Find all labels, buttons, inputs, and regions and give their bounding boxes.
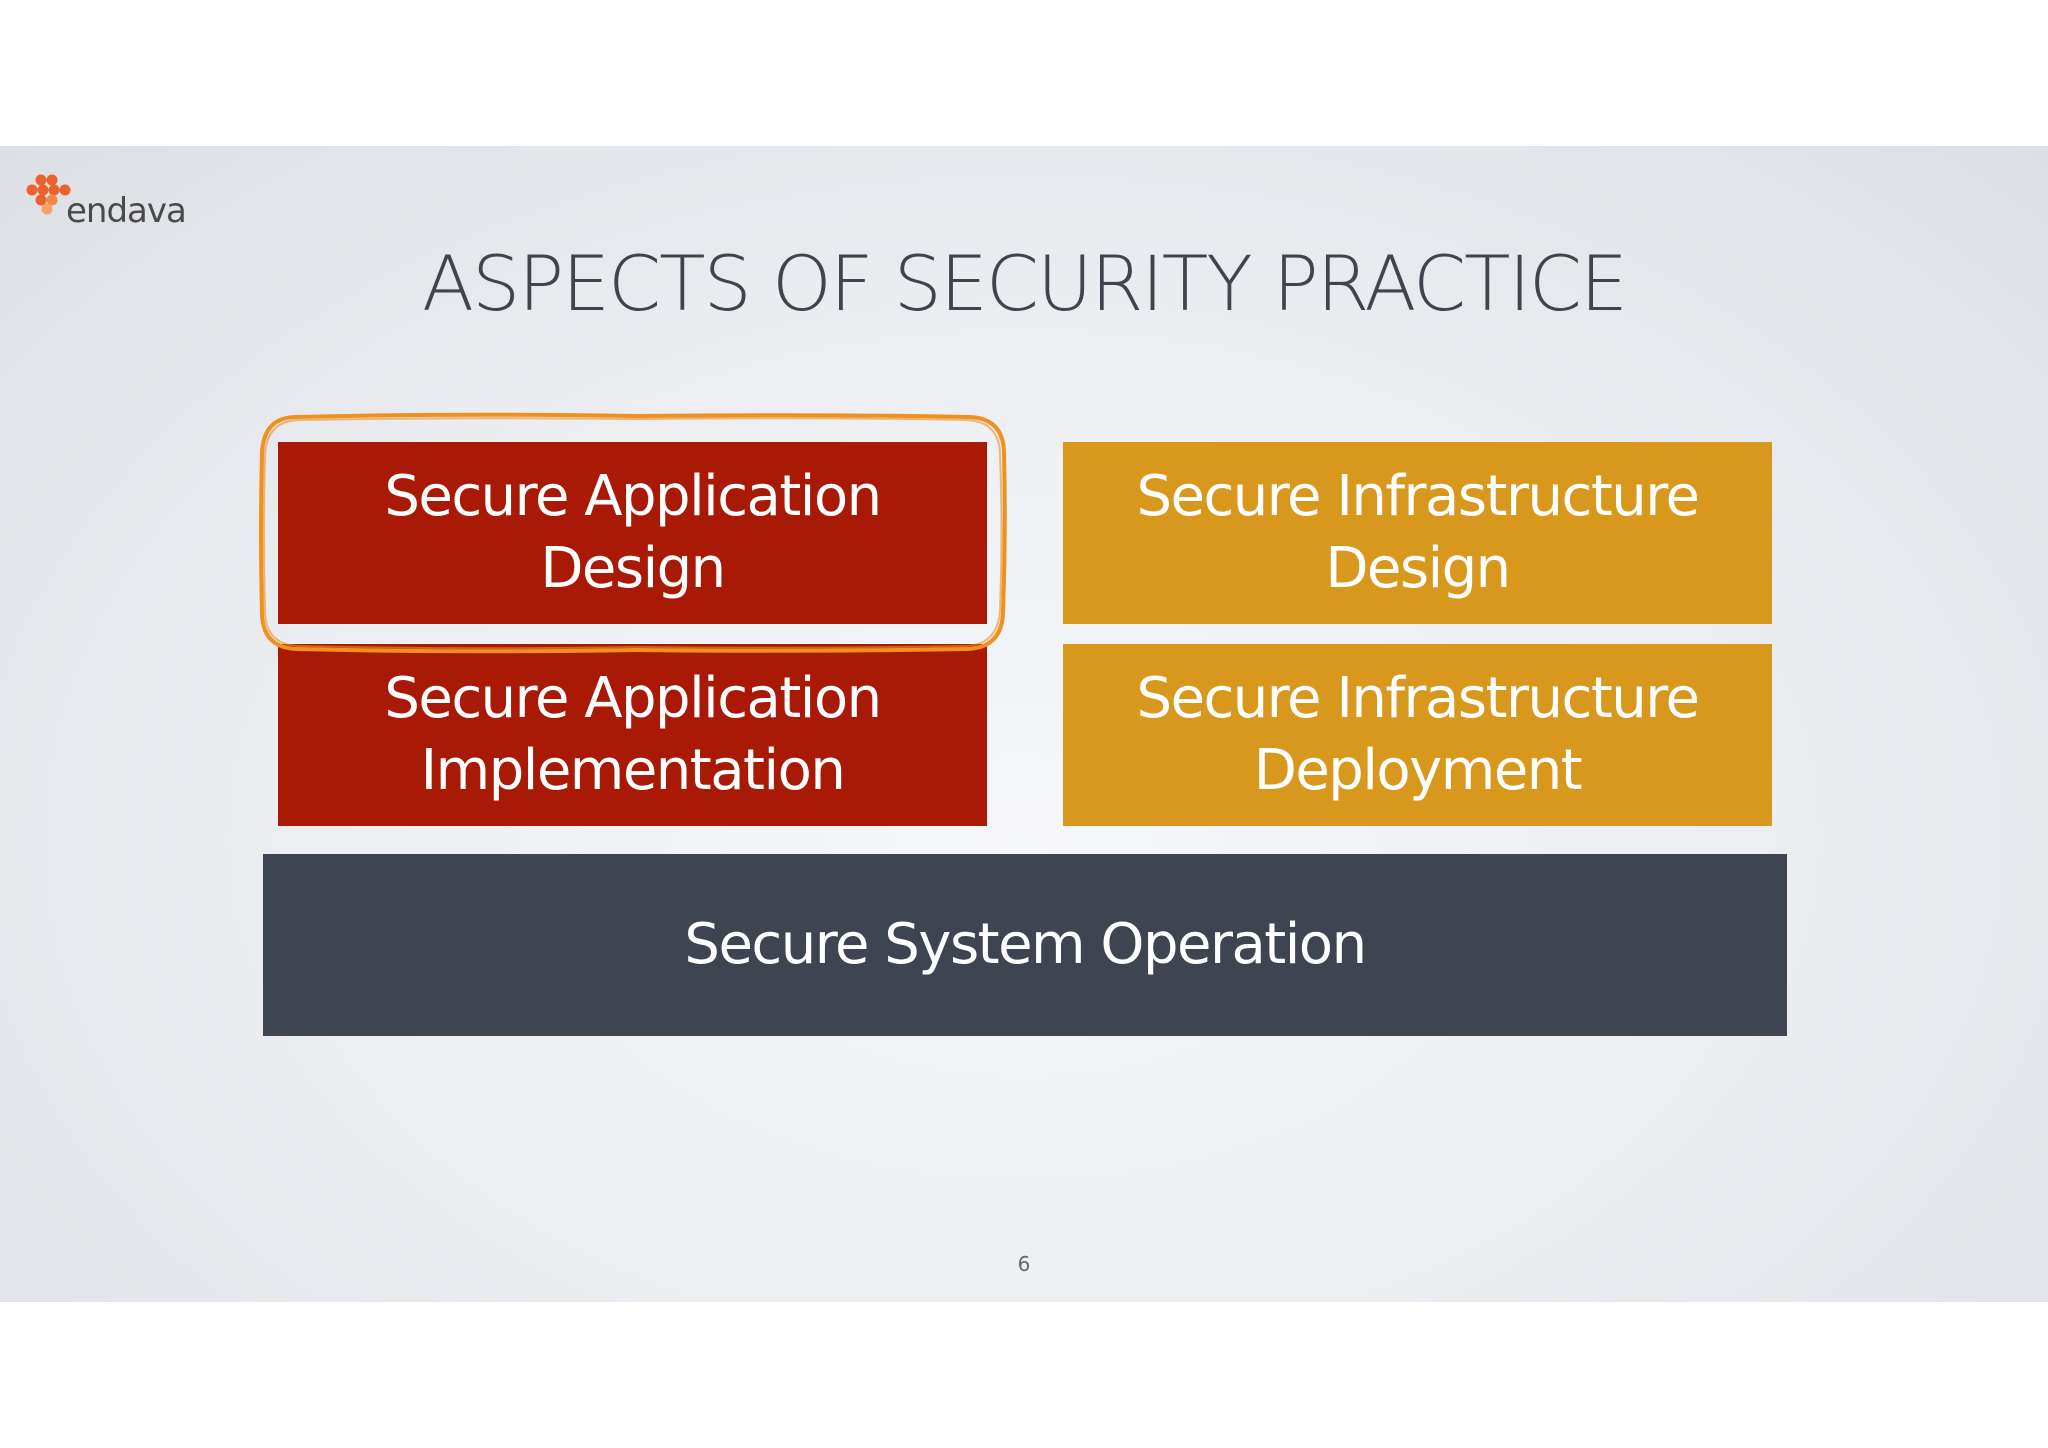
secure-infrastructure-design-block: Secure Infrastructure Design xyxy=(1063,442,1772,624)
highlight-outline xyxy=(259,412,1007,654)
logo-text: endava xyxy=(66,191,187,231)
slide: endava ASPECTS OF SECURITY PRACTICE Secu… xyxy=(0,146,2048,1302)
secure-system-operation-block: Secure System Operation xyxy=(263,854,1787,1036)
slide-title: ASPECTS OF SECURITY PRACTICE xyxy=(421,239,1628,328)
endava-logo: endava xyxy=(24,172,194,230)
endava-logo-icon xyxy=(26,174,71,215)
secure-application-implementation-block: Secure Application Implementation xyxy=(278,644,987,826)
secure-application-design-block: Secure Application Design xyxy=(278,442,987,624)
page-number: 6 xyxy=(1017,1252,1031,1276)
secure-infrastructure-deployment-block: Secure Infrastructure Deployment xyxy=(1063,644,1772,826)
